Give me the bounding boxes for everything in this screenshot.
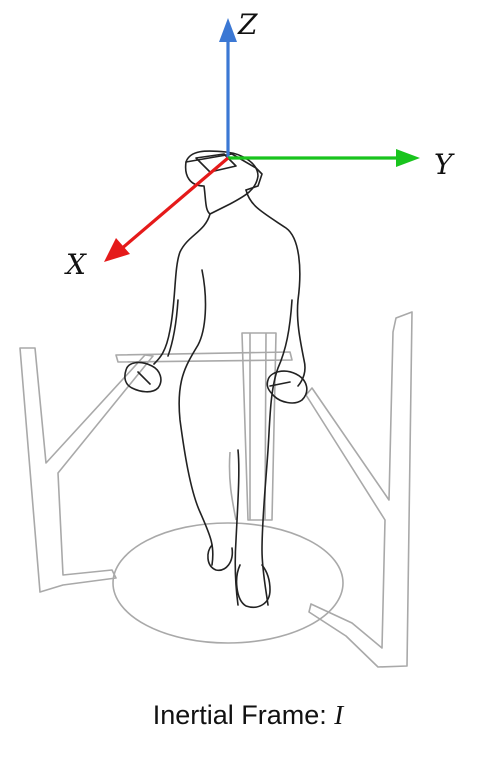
left-controller — [124, 361, 162, 393]
caption-text: Inertial Frame: — [152, 700, 335, 730]
platform-left-leg — [19, 347, 154, 593]
person-outline — [124, 150, 308, 608]
right-controller — [266, 370, 308, 404]
y-axis-label: Y — [434, 148, 455, 181]
treadmill-platform — [19, 311, 413, 668]
platform-ring-segment — [115, 351, 293, 363]
x-axis-line — [118, 156, 230, 252]
figure-caption: Inertial Frame: I — [0, 700, 496, 731]
platform-center-support — [228, 451, 237, 521]
z-axis-arrowhead — [219, 18, 237, 42]
platform-right-leg — [305, 311, 413, 668]
left-foot — [207, 544, 234, 572]
headset-visor — [195, 153, 237, 173]
x-axis-label: X — [64, 248, 87, 281]
z-axis-label: Z — [237, 8, 258, 41]
person-body — [153, 189, 306, 606]
platform-base-disc — [112, 522, 344, 644]
platform-back-post — [241, 332, 277, 521]
right-foot — [235, 564, 271, 608]
x-axis-arrowhead — [104, 238, 130, 262]
y-axis-arrowhead — [396, 149, 420, 167]
coordinate-axes: Z Y X — [64, 8, 455, 281]
caption-symbol: I — [334, 700, 344, 730]
